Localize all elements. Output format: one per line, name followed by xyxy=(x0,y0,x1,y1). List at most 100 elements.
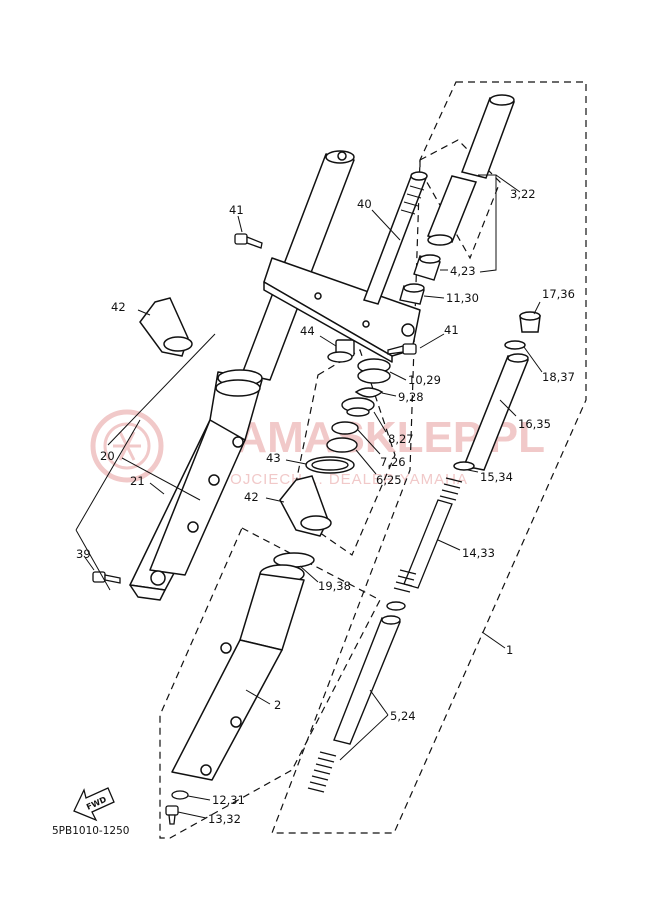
leader-14-33 xyxy=(437,539,461,551)
leader-21 xyxy=(149,482,165,495)
tube-3-22-top xyxy=(461,97,516,179)
callout-44: 44 xyxy=(300,324,315,338)
bracket-hole-1 xyxy=(314,292,322,300)
collar-4-23-top xyxy=(419,254,441,264)
right-fork-internals xyxy=(453,311,541,471)
leader-19-38 xyxy=(299,565,319,583)
callout-9-28: 9,28 xyxy=(398,390,424,404)
clip-9-28 xyxy=(354,387,384,398)
left-fork-boss-1 xyxy=(232,436,244,448)
tube-3-22-bottom xyxy=(426,175,478,243)
bolt-41-lower-head xyxy=(402,343,417,355)
callout-12-31: 12,31 xyxy=(212,793,245,807)
leader-1 xyxy=(481,631,506,649)
right-tube-boss-1 xyxy=(220,642,232,654)
callout-43: 43 xyxy=(266,451,281,465)
tube-3-22-bottom-end xyxy=(427,234,453,246)
left-inner-tube-cap xyxy=(337,151,347,161)
leader-9-28 xyxy=(381,392,397,397)
callout-7-26: 7,26 xyxy=(380,455,406,469)
collars xyxy=(399,254,441,305)
bolt-39-shank xyxy=(104,574,121,584)
callout-16-35: 16,35 xyxy=(518,417,551,431)
seal-6-25 xyxy=(326,437,358,453)
leader-42b xyxy=(265,497,285,503)
right-tube-boss-2 xyxy=(230,716,242,728)
left-fork-boss-2 xyxy=(208,474,220,486)
bearing-stack xyxy=(305,358,391,474)
callout-10-29: 10,29 xyxy=(408,373,441,387)
watermark-logo-inner xyxy=(103,422,151,470)
callout-6-25: 6,25 xyxy=(376,473,402,487)
nut-44-base xyxy=(327,351,353,363)
left-fork-boss-3 xyxy=(187,521,199,533)
bolt-41-upper-head xyxy=(234,233,248,245)
fork-upper-tube-3-22 xyxy=(426,94,516,246)
assembly-outline-2 xyxy=(159,527,381,839)
bolt-41-lower xyxy=(387,343,417,355)
cover-42-upper xyxy=(139,297,193,357)
callout-41a: 41 xyxy=(229,203,244,217)
bracket-plate xyxy=(263,257,421,357)
callout-1: 1 xyxy=(506,643,513,657)
bracket-hole-2 xyxy=(362,320,370,328)
stem-top xyxy=(410,171,428,181)
leader-3-22 xyxy=(478,174,521,273)
watermark-logo-ring xyxy=(90,409,164,483)
callout-13-32: 13,32 xyxy=(208,812,241,826)
leader-42a xyxy=(137,309,151,316)
watermark-subtitle: WOJCIECH ... DEALER YAMAHA xyxy=(215,471,468,488)
callout-39: 39 xyxy=(76,547,91,561)
right-outer-tube-2 xyxy=(171,552,315,781)
right-tube-boss-3 xyxy=(200,764,212,776)
callout-2: 2 xyxy=(274,698,281,712)
steering-stem xyxy=(363,171,428,305)
bolt-39 xyxy=(92,571,121,584)
forward-arrow-icon: FWD xyxy=(73,787,115,822)
leader-40 xyxy=(371,209,401,241)
bolt-41-lower-shank xyxy=(387,345,404,355)
spring-14-33 xyxy=(393,477,463,593)
damper-rod-5-24 xyxy=(307,601,406,793)
callout-20: 20 xyxy=(100,449,115,463)
callout-18-37: 18,37 xyxy=(542,370,575,384)
cap-17-36-top xyxy=(519,311,541,321)
bracket-plate-side xyxy=(263,281,393,363)
leader-lines xyxy=(75,174,543,819)
callout-40: 40 xyxy=(357,197,372,211)
cover-42-lower xyxy=(279,475,332,537)
callout-19-38: 19,38 xyxy=(318,579,351,593)
bracket-hole-3 xyxy=(401,323,415,337)
spring-14-33-lower-coils xyxy=(393,569,417,593)
left-outer-seal-ring xyxy=(215,379,261,397)
damper-spring-coils xyxy=(307,751,337,793)
bearing-8-27-inner xyxy=(346,407,370,417)
leader-44 xyxy=(319,335,337,347)
callout-42a: 42 xyxy=(111,300,126,314)
leader-7-26 xyxy=(357,429,381,455)
leader-17-36 xyxy=(533,301,541,315)
leader-6-25 xyxy=(355,449,377,475)
damper-rod-body xyxy=(333,617,401,745)
leader-41b xyxy=(419,333,445,349)
leader-39 xyxy=(83,555,95,571)
callout-17-36: 17,36 xyxy=(542,287,575,301)
callout-21: 21 xyxy=(130,474,145,488)
leader-18-37 xyxy=(523,346,543,373)
upper-bracket xyxy=(263,257,421,363)
leader-15-34 xyxy=(466,467,479,473)
left-fork-foot xyxy=(129,584,166,601)
leader-43 xyxy=(285,459,307,465)
bottom-fasteners xyxy=(165,790,189,825)
leader-13-32 xyxy=(177,811,207,819)
left-fork-body xyxy=(149,419,246,576)
fwd-arrow-shape xyxy=(73,787,115,822)
left-fork-axle-hole xyxy=(150,570,166,586)
callout-15-34: 15,34 xyxy=(480,470,513,484)
callout-41b: 41 xyxy=(444,323,459,337)
tube-16-35-top xyxy=(507,353,529,363)
ring-15-34 xyxy=(453,461,475,471)
watermark-logo-forks xyxy=(113,431,141,461)
bolt-13-32-head xyxy=(165,805,179,816)
